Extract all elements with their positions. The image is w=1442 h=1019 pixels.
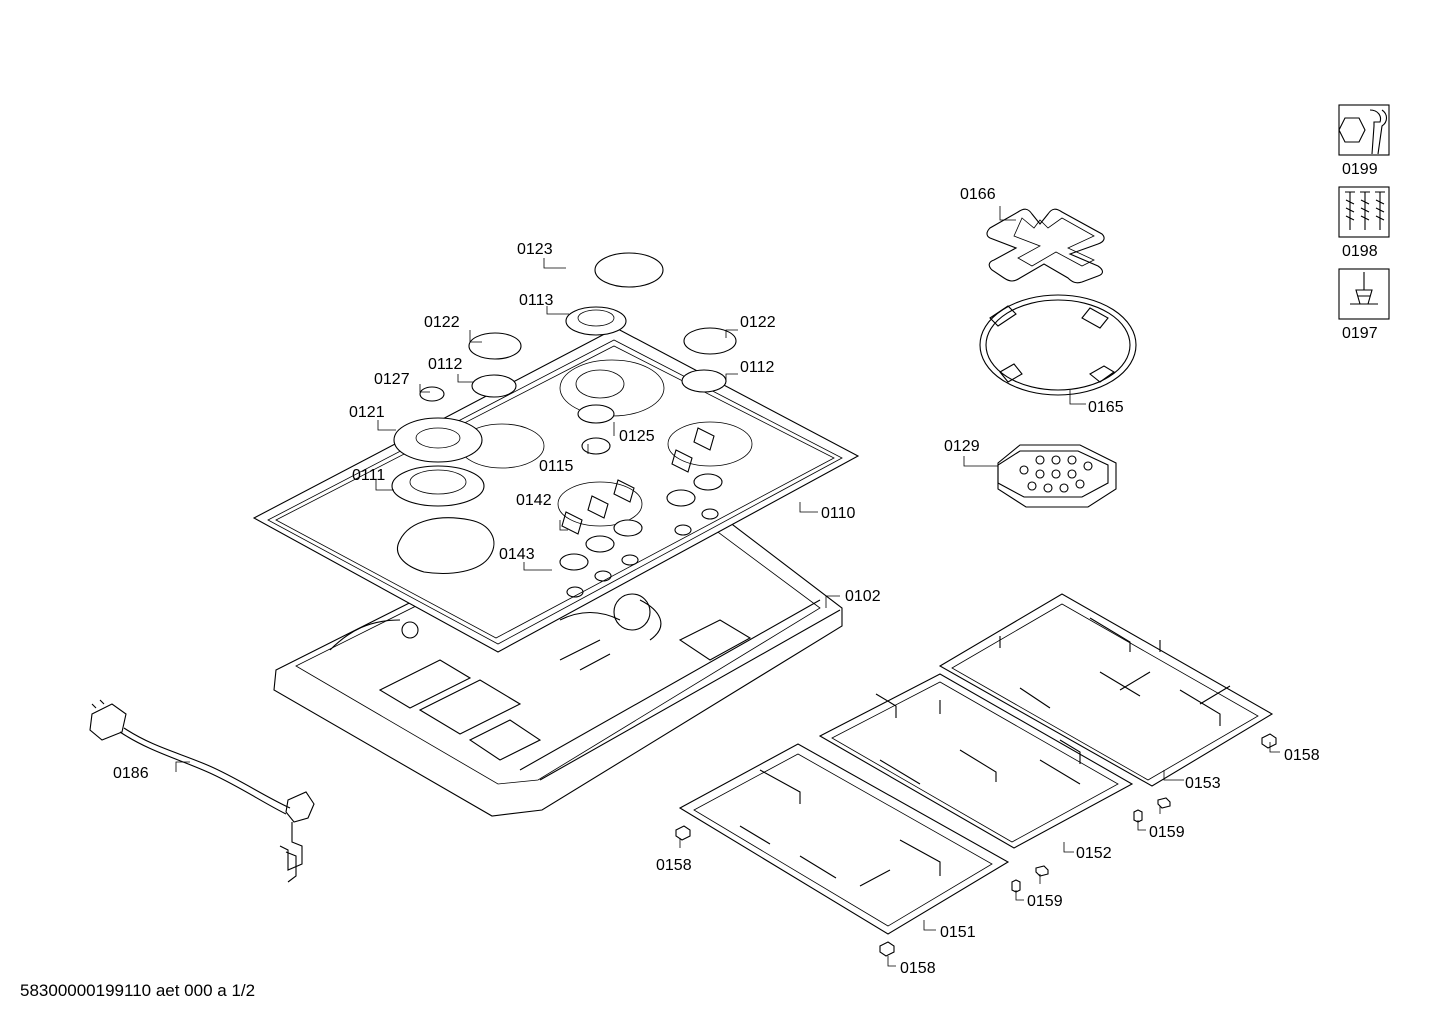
label-0199: 0199 — [1342, 161, 1378, 178]
label-0198: 0198 — [1342, 243, 1378, 260]
label-0122-left: 0122 — [424, 314, 460, 331]
label-0122-right: 0122 — [740, 314, 776, 331]
tool-kit-icon — [1338, 104, 1390, 156]
wok-ring-small — [986, 208, 1105, 284]
label-0159-right: 0159 — [1149, 824, 1185, 841]
simmer-plate — [997, 444, 1117, 508]
label-0159-left: 0159 — [1027, 893, 1063, 910]
nozzle-icon — [1338, 268, 1390, 320]
label-0186: 0186 — [113, 765, 149, 782]
label-0115: 0115 — [539, 458, 574, 475]
control-knobs — [559, 427, 723, 571]
label-0152: 0152 — [1076, 845, 1112, 862]
label-0153: 0153 — [1185, 775, 1221, 792]
label-0112-left: 0112 — [428, 356, 463, 373]
label-0121: 0121 — [349, 404, 385, 421]
pan-support-0152 — [818, 673, 1134, 849]
label-0151: 0151 — [940, 924, 976, 941]
label-0165: 0165 — [1088, 399, 1124, 416]
label-0197: 0197 — [1342, 325, 1378, 342]
pan-support-0151 — [678, 743, 1010, 935]
rubber-feet — [675, 733, 1277, 957]
label-0158-bottom: 0158 — [900, 960, 936, 977]
burner-heads — [391, 252, 737, 507]
label-0125: 0125 — [619, 428, 655, 445]
label-0112-right: 0112 — [740, 359, 775, 376]
label-0127: 0127 — [374, 371, 410, 388]
label-0102: 0102 — [845, 588, 881, 605]
screw-set-icon — [1338, 186, 1390, 238]
wok-ring-large — [979, 294, 1137, 396]
label-0111: 0111 — [352, 467, 385, 484]
label-0166: 0166 — [960, 186, 996, 203]
label-0113: 0113 — [519, 292, 554, 309]
label-0110: 0110 — [821, 505, 856, 522]
leader-lines — [175, 206, 1280, 967]
label-0158-left: 0158 — [656, 857, 692, 874]
part-labels: 0102 0110 0111 0112 0112 0113 0115 0121 … — [113, 161, 1378, 977]
label-0142: 0142 — [516, 492, 552, 509]
power-cord — [89, 699, 315, 883]
pan-support-0153 — [938, 593, 1274, 787]
label-0129: 0129 — [944, 438, 980, 455]
label-0143: 0143 — [499, 546, 535, 563]
label-0158-right: 0158 — [1284, 747, 1320, 764]
drawing-number-footer: 58300000199110 aet 000 a 1/2 — [20, 981, 256, 1000]
label-0123: 0123 — [517, 241, 553, 258]
